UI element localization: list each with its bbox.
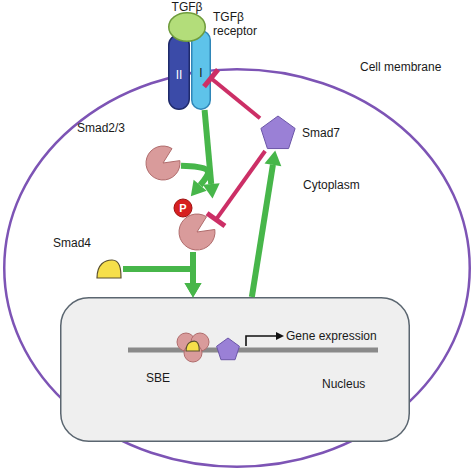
sbe-complex-node: SBE <box>176 333 242 363</box>
receptor-capsule <box>169 35 190 110</box>
activation-arrow <box>252 165 273 297</box>
receptor-label: TGFβ receptor <box>213 10 269 38</box>
node-outline <box>176 333 242 363</box>
inhibition-connector <box>216 151 265 220</box>
inhibition-connector <box>211 78 260 118</box>
smad7-pentagon <box>261 116 295 149</box>
phosphate-circle <box>174 199 192 217</box>
nucleus-node: SBE Nucleus <box>60 297 410 442</box>
smad4-node: Smad4 <box>95 258 123 280</box>
smad-label: Smad4 <box>53 236 113 250</box>
receptor-node: TGFβ receptorI <box>191 30 211 110</box>
smad4-shape <box>186 341 199 351</box>
smad-label: Smad2/3 <box>77 121 139 135</box>
receptor-type-label: II <box>168 68 190 82</box>
receptor-type-label: I <box>191 66 211 80</box>
receptor-capsule <box>192 31 211 110</box>
smad-node: Smad2/3 <box>145 145 181 181</box>
dna-strand <box>128 348 378 353</box>
activation-arrow <box>123 269 193 283</box>
cell-node: Smad2/3PSmad4Smad7SBENucleusCell membran… <box>3 68 471 468</box>
gene-expression-label: Gene expression <box>286 329 396 343</box>
node-outline <box>145 145 181 181</box>
smad7-pentagon <box>217 338 240 360</box>
cell-membrane-ellipse <box>4 69 470 467</box>
smad-pacman <box>146 146 180 180</box>
node-outline <box>60 297 410 442</box>
node-outline <box>170 198 216 252</box>
node-outline <box>168 12 206 42</box>
sbe-label: SBE <box>146 371 186 385</box>
nucleus-box <box>61 298 410 442</box>
ligand-node: TGFβ <box>168 12 206 42</box>
smad7-node: Smad7 <box>260 115 296 151</box>
node-outline <box>95 258 123 280</box>
smad4-shape <box>97 260 121 278</box>
node-outline <box>260 115 296 151</box>
activation-arrow <box>181 166 208 185</box>
smad-label: Smad7 <box>302 126 362 140</box>
phospho-smad-node: P <box>170 198 216 252</box>
ligand-label: TGFβ <box>162 0 212 14</box>
receptor-node: II <box>168 34 190 110</box>
phosphate-label: P <box>174 200 192 216</box>
nucleus-label: Nucleus <box>322 377 392 391</box>
cytoplasm-label: Cytoplasm <box>303 178 383 192</box>
smad-pacman <box>179 214 215 250</box>
membrane-label: Cell membrane <box>360 60 455 74</box>
ligand-oval <box>169 13 206 42</box>
connector-group <box>123 78 273 297</box>
